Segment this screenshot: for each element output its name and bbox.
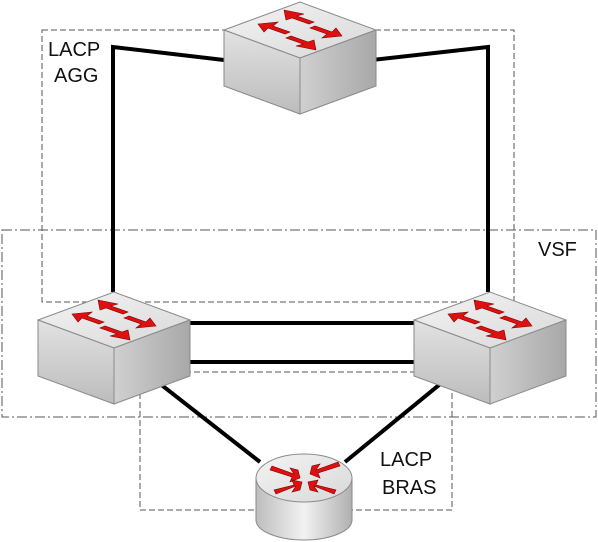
lacp-bras-label-line1: LACP [380, 449, 432, 471]
lacp-agg-label-line1: LACP [48, 39, 100, 61]
router-icon [255, 453, 353, 541]
links [111, 44, 490, 464]
switch-top-icon [223, 1, 377, 115]
link-top-left [111, 44, 225, 292]
link-top-right [371, 44, 490, 292]
lacp-agg-label-line2: AGG [54, 65, 98, 87]
link-left-router [148, 374, 262, 464]
vsf-label: VSF [538, 239, 577, 261]
link-right-router [343, 374, 452, 464]
vsf-group-box [1, 229, 597, 418]
lacp-bras-label-line2: BRAS [382, 477, 436, 499]
